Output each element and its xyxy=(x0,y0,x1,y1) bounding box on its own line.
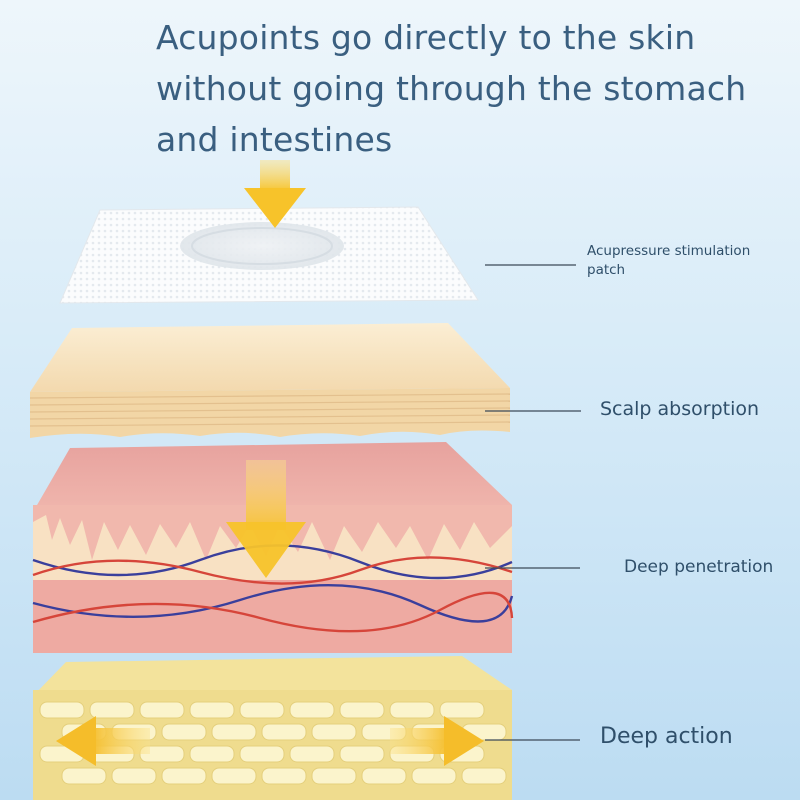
epidermis-layer xyxy=(30,323,510,438)
label-deep-penetration: Deep penetration xyxy=(624,557,773,577)
label-scalp-absorption: Scalp absorption xyxy=(600,398,759,420)
label-deep-action: Deep action xyxy=(600,724,733,749)
label-acupressure-patch: Acupressure stimulation patch xyxy=(587,242,767,280)
headline: Acupoints go directly to the skin withou… xyxy=(156,12,756,165)
patch-layer xyxy=(60,207,478,303)
